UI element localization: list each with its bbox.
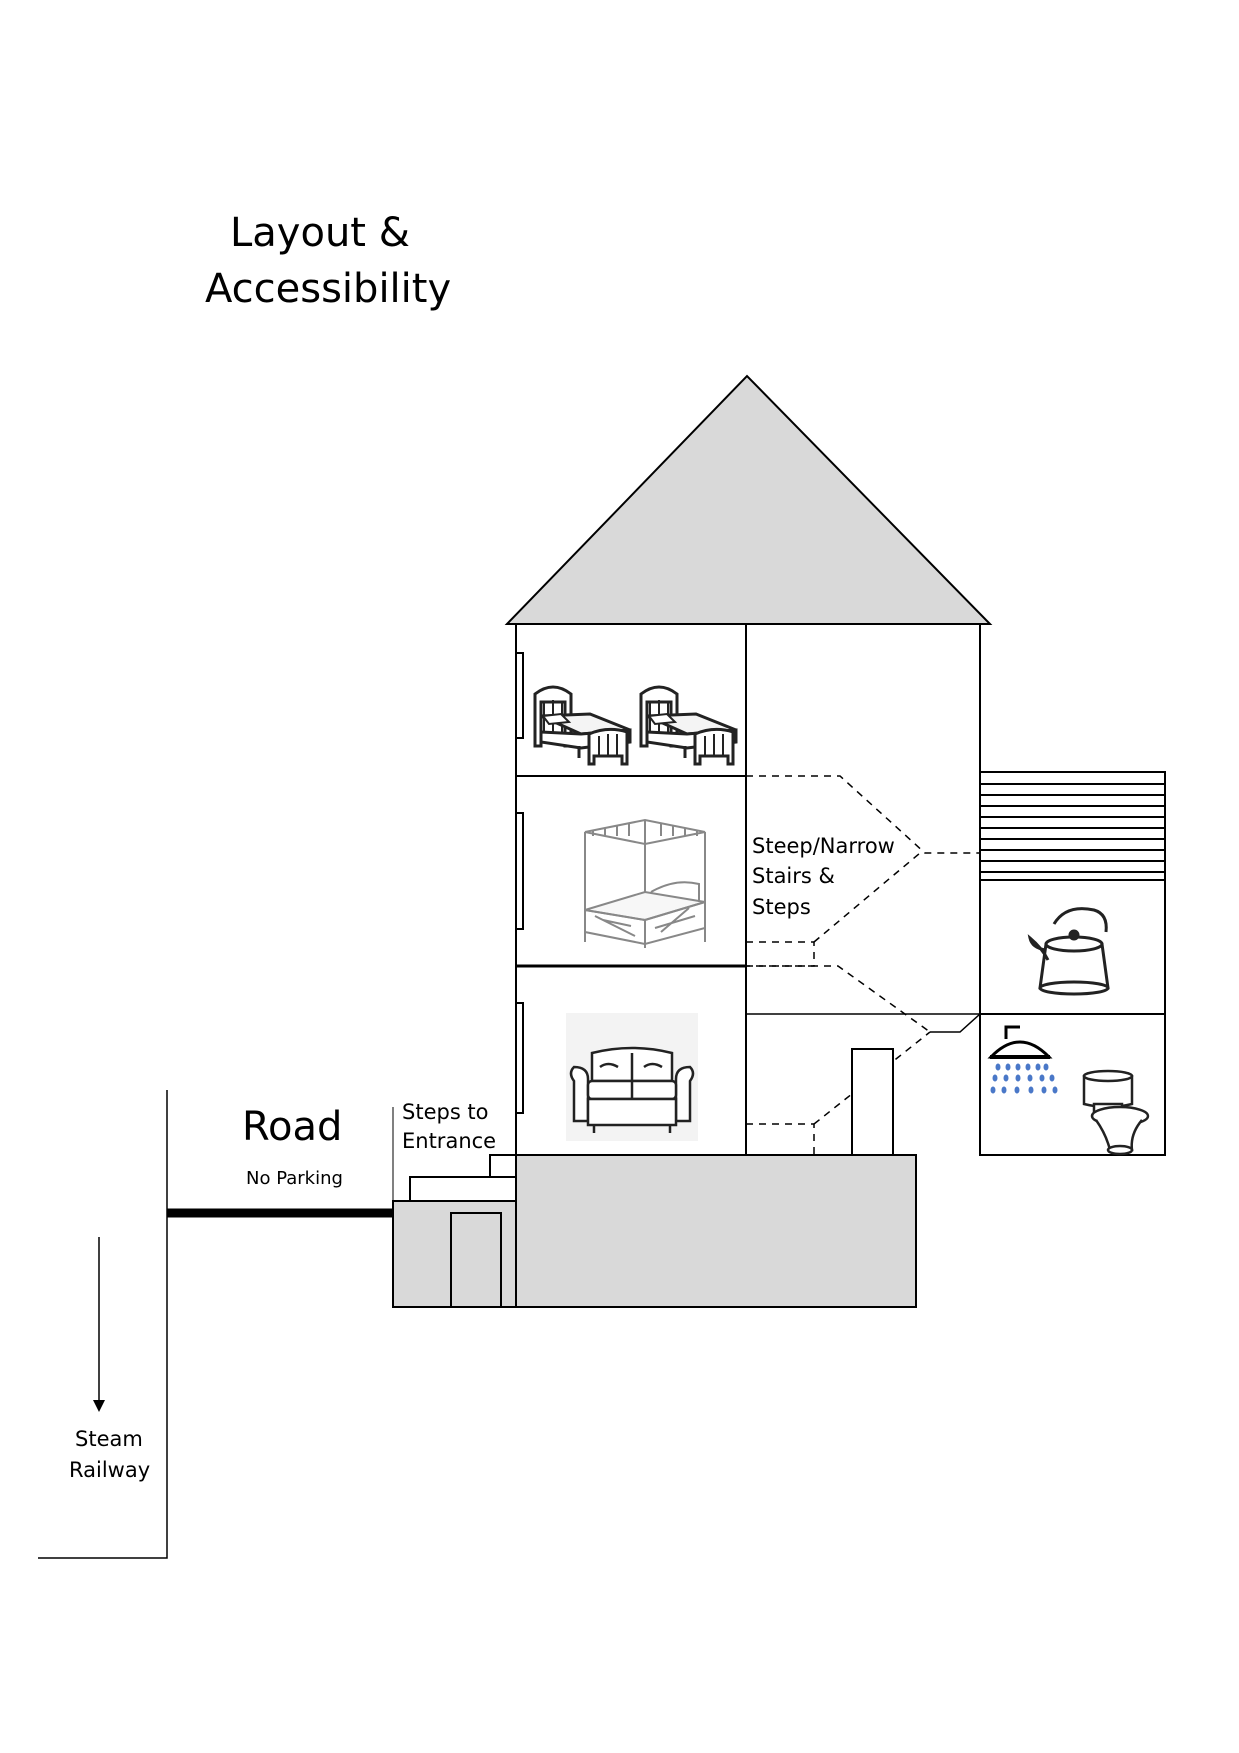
stairs-label-line-2: Stairs & — [752, 864, 835, 888]
road-note: No Parking — [246, 1168, 343, 1189]
page-title-line-2: Accessibility — [205, 266, 451, 312]
windows — [515, 652, 524, 1114]
page-title-line-1: Layout & — [230, 210, 410, 256]
railway-arrow-head — [93, 1400, 105, 1412]
entrance-label-line-2: Entrance — [402, 1129, 496, 1153]
entrance-door — [450, 1212, 502, 1308]
kettle-icon — [1027, 907, 1110, 996]
single-bed-icon — [639, 685, 738, 766]
stairs-solid — [746, 1013, 981, 1156]
entrance-step-upper — [489, 1154, 517, 1178]
entrance-step-lower — [409, 1176, 517, 1202]
basement — [515, 1154, 917, 1308]
roof — [504, 374, 993, 625]
shower-icon — [987, 1025, 1058, 1094]
single-bed-icon — [533, 685, 632, 766]
window-ground-floor — [515, 1002, 524, 1114]
stairs-label-line-3: Steps — [752, 895, 811, 919]
railway-label-line-1: Steam — [75, 1427, 143, 1451]
annex-roof-slats — [980, 783, 1165, 873]
entrance-label-line-1: Steps to — [402, 1100, 489, 1124]
stairs-label-line-1: Steep/Narrow — [752, 834, 895, 858]
toilet-icon — [1082, 1069, 1150, 1156]
railway-boundary-line — [38, 1090, 168, 1559]
railway-label-line-2: Railway — [69, 1458, 150, 1482]
interior-door — [851, 1048, 894, 1156]
window-top-floor — [515, 652, 524, 739]
sofa-icon — [569, 1046, 695, 1133]
road-label: Road — [242, 1104, 342, 1150]
four-poster-bed-icon — [584, 818, 706, 948]
stairs-dashed — [746, 775, 980, 1155]
window-middle-floor — [515, 812, 524, 930]
